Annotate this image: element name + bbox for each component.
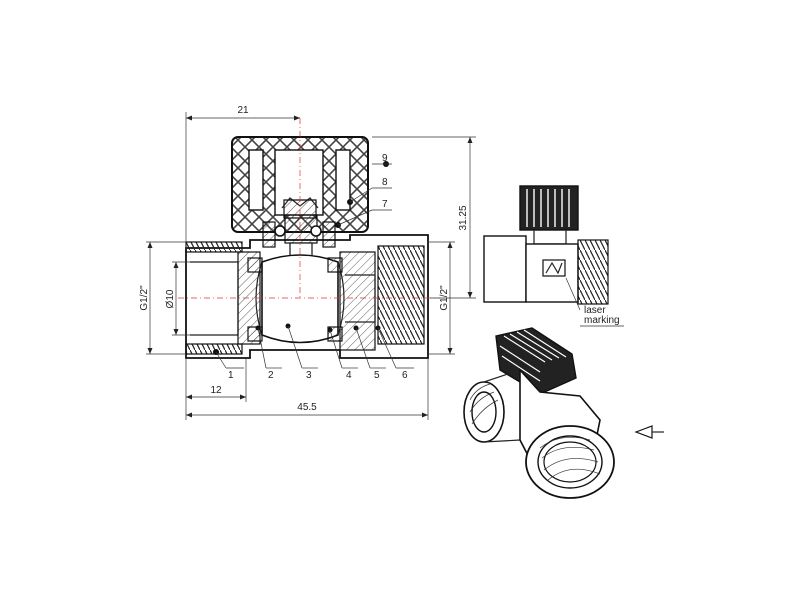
callout-8: 8	[382, 177, 388, 188]
direction-arrow-icon	[634, 425, 664, 439]
dim-thread-left: G1/2"	[139, 285, 150, 311]
callout-3: 3	[306, 370, 312, 381]
laser-marking-label-line1: laser	[584, 305, 606, 316]
dim-handle-width: 21	[237, 105, 249, 116]
callouts: 1 2 3 4 5 6 7 8 9	[215, 153, 414, 381]
isometric-view	[463, 327, 615, 499]
callout-4: 4	[346, 370, 352, 381]
callout-6: 6	[402, 370, 408, 381]
laser-marking-logo	[542, 259, 566, 277]
callout-9: 9	[382, 153, 388, 164]
callout-1: 1	[228, 370, 234, 381]
callout-5: 5	[374, 370, 380, 381]
dimensions: 21 31.25 G1/2" Ø10 G1/2"	[139, 105, 476, 420]
callout-7: 7	[382, 199, 388, 210]
laser-marking-label-line2: marking	[584, 315, 620, 326]
dim-overall-length: 45.5	[297, 402, 317, 413]
callout-2: 2	[268, 370, 274, 381]
dim-thread-length: 12	[210, 385, 222, 396]
valve-body	[185, 161, 429, 359]
section-view: 21 31.25 G1/2" Ø10 G1/2"	[139, 105, 476, 420]
side-view: laser marking	[483, 185, 624, 327]
dim-bore: Ø10	[165, 289, 176, 308]
dim-thread-right: G1/2"	[439, 285, 450, 311]
dim-height: 31.25	[458, 205, 469, 230]
